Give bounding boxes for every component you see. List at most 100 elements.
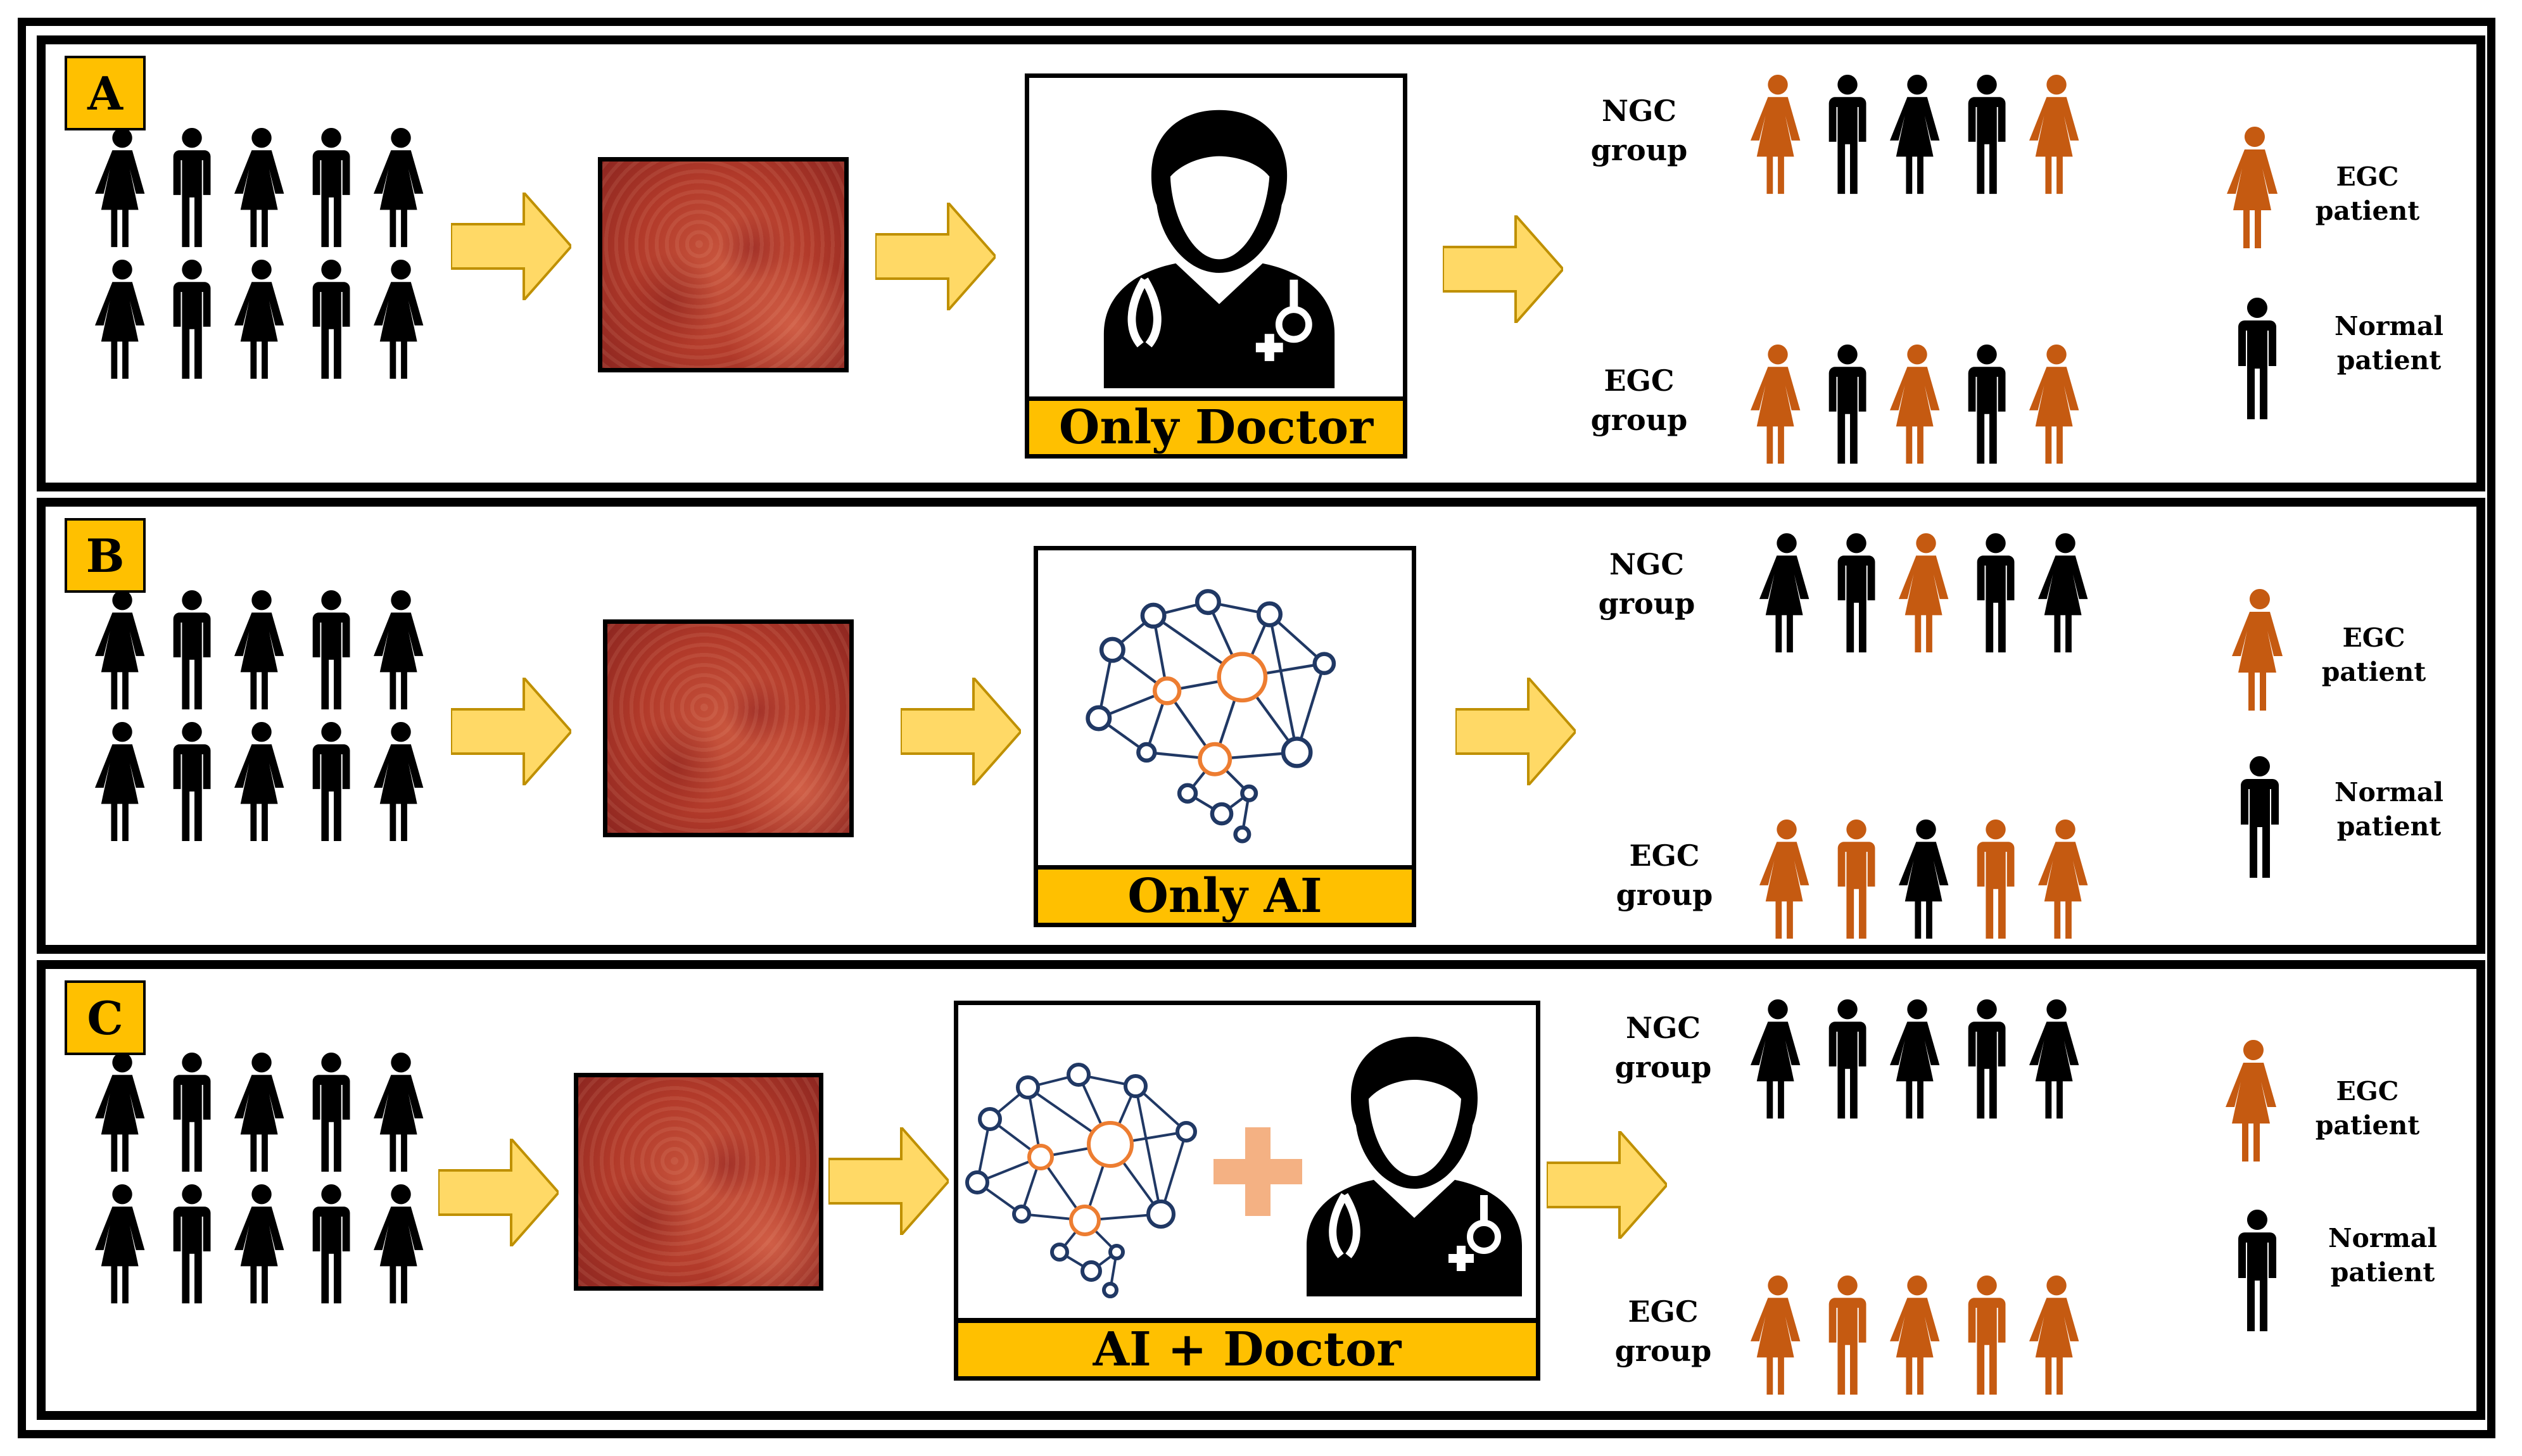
input-patient-crowd <box>94 128 424 379</box>
female-person-icon <box>1898 820 1949 939</box>
female-person-icon <box>1898 533 1949 653</box>
male-person-icon <box>1968 345 2006 464</box>
neural-network-icon <box>965 1063 1197 1298</box>
female-person-icon <box>2037 820 2088 939</box>
male-person-icon <box>2241 756 2279 878</box>
ai-box <box>1034 546 1416 871</box>
male-person-icon <box>2238 298 2276 419</box>
male-person-icon <box>1837 533 1875 653</box>
female-person-icon <box>234 722 284 841</box>
egc-group-patients <box>1750 1276 2079 1395</box>
egc-patient-legend-label: EGC patient <box>2321 623 2426 687</box>
doctor-icon <box>1103 110 1335 388</box>
normal-patient-legend-label: Normal patient <box>2328 1223 2437 1288</box>
normal-patient-legend-icon <box>2241 756 2279 878</box>
male-person-icon <box>173 260 211 379</box>
right-arrow-icon <box>1443 215 1563 323</box>
method-caption: Only AI <box>1034 865 1416 927</box>
female-person-icon <box>2037 533 2088 653</box>
ngc-group-patients <box>1750 75 2079 194</box>
panel-b: B Only AI NGC group EGC group EGC patien… <box>37 498 2485 954</box>
egc-patient-legend-icon <box>2232 589 2283 711</box>
male-person-icon <box>1828 1276 1866 1395</box>
right-arrow-icon <box>1455 678 1576 785</box>
female-person-icon <box>94 590 145 710</box>
male-person-icon <box>173 722 211 841</box>
male-person-icon <box>173 1184 211 1303</box>
female-person-icon <box>94 722 145 841</box>
female-person-icon <box>1759 820 1809 939</box>
egc-patient-legend-label: EGC patient <box>2315 161 2420 226</box>
male-person-icon <box>1977 820 2015 939</box>
male-person-icon <box>1837 820 1875 939</box>
right-arrow-icon <box>875 203 996 310</box>
endoscopy-image <box>574 1073 823 1291</box>
male-person-icon <box>1828 999 1866 1119</box>
female-person-icon <box>1889 1276 1940 1395</box>
right-arrow-icon <box>451 193 571 300</box>
panel-tag: A <box>65 56 146 130</box>
plus-icon <box>1213 1127 1302 1216</box>
male-person-icon <box>173 1053 211 1172</box>
male-person-icon <box>1968 999 2006 1119</box>
figure-frame <box>18 18 2495 1438</box>
egc-group-patients <box>1759 820 2088 939</box>
male-person-icon <box>312 722 350 841</box>
panel-tag: B <box>65 518 146 593</box>
male-person-icon <box>312 1184 350 1303</box>
female-person-icon <box>1750 345 1801 464</box>
female-person-icon <box>1750 999 1801 1119</box>
panel-a: A Only Doctor NGC group EGC group EGC pa… <box>37 35 2485 491</box>
female-person-icon <box>1889 999 1940 1119</box>
normal-patient-legend-icon <box>2238 1210 2276 1331</box>
female-person-icon <box>234 590 284 710</box>
male-person-icon <box>1968 1276 2006 1395</box>
egc-group-patients <box>1750 345 2079 464</box>
method-caption: AI + Doctor <box>954 1319 1540 1381</box>
male-person-icon <box>1968 75 2006 194</box>
female-person-icon <box>234 128 284 248</box>
ngc-group-patients <box>1750 999 2079 1119</box>
male-person-icon <box>312 260 350 379</box>
male-person-icon <box>173 128 211 248</box>
doctor-box <box>1025 73 1407 403</box>
male-person-icon <box>1828 75 1866 194</box>
female-person-icon <box>94 1053 145 1172</box>
right-arrow-icon <box>1547 1131 1667 1239</box>
egc-patient-legend-icon <box>2227 127 2278 248</box>
female-person-icon <box>373 590 424 710</box>
female-person-icon <box>2226 1040 2276 1162</box>
egc-group-label: EGC group <box>1590 364 1688 437</box>
ngc-group-label: NGC group <box>1590 94 1688 167</box>
ngc-group-label: NGC group <box>1598 547 1695 621</box>
doctor-icon <box>1307 1037 1522 1296</box>
female-person-icon <box>2029 999 2079 1119</box>
right-arrow-icon <box>901 678 1021 785</box>
male-person-icon <box>2238 1210 2276 1331</box>
female-person-icon <box>94 128 145 248</box>
female-person-icon <box>373 722 424 841</box>
male-person-icon <box>173 590 211 710</box>
right-arrow-icon <box>828 1127 949 1235</box>
normal-patient-legend-label: Normal patient <box>2335 777 2443 842</box>
egc-patient-legend-icon <box>2226 1040 2276 1162</box>
female-person-icon <box>234 1184 284 1303</box>
egc-group-label: EGC group <box>1614 1295 1712 1368</box>
normal-patient-legend-label: Normal patient <box>2335 311 2443 376</box>
normal-patient-legend-icon <box>2238 298 2276 419</box>
input-patient-crowd <box>94 1053 424 1303</box>
female-person-icon <box>373 1053 424 1172</box>
endoscopy-image <box>603 619 854 837</box>
female-person-icon <box>2232 589 2283 711</box>
female-person-icon <box>234 260 284 379</box>
egc-group-label: EGC group <box>1616 839 1713 912</box>
female-person-icon <box>234 1053 284 1172</box>
female-person-icon <box>373 260 424 379</box>
female-person-icon <box>373 1184 424 1303</box>
male-person-icon <box>1977 533 2015 653</box>
ngc-group-patients <box>1759 533 2088 653</box>
right-arrow-icon <box>438 1139 559 1246</box>
egc-patient-legend-label: EGC patient <box>2315 1076 2420 1141</box>
female-person-icon <box>94 260 145 379</box>
female-person-icon <box>1889 345 1940 464</box>
